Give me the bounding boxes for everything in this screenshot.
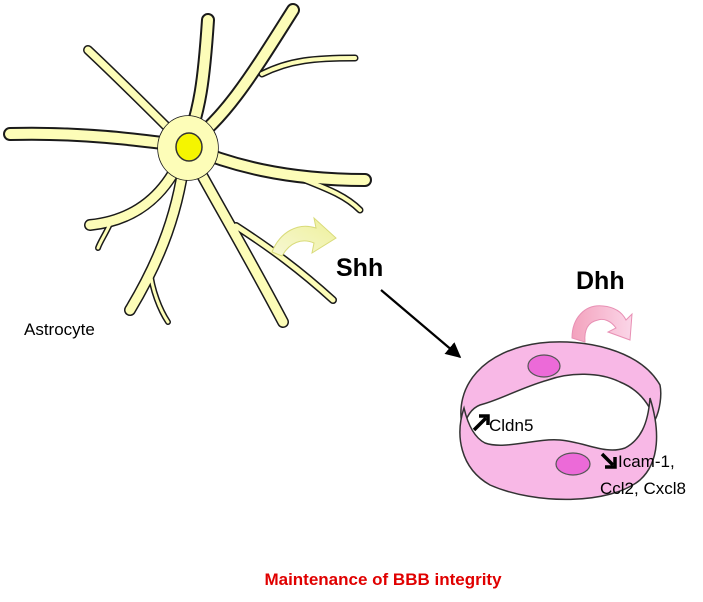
icam-down-arrow-icon [600, 452, 617, 469]
shh-release-arrow [271, 216, 337, 257]
dhh-autocrine-arrow [571, 305, 633, 343]
endothelial-nucleus-top [527, 354, 561, 378]
endothelial-cell-bottom [459, 397, 658, 501]
shh-to-endothelium-arrow [380, 289, 462, 358]
diagram-title: Maintenance of BBB integrity [264, 570, 502, 589]
astrocyte-nucleus [175, 132, 203, 162]
icam-label-line2: Ccl2, Cxcl8 [600, 479, 686, 498]
endothelial-nucleus-bottom [555, 452, 591, 476]
cldn5-up-arrow-icon [472, 414, 490, 432]
shh-label: Shh [336, 254, 383, 282]
endothelial-cells [459, 341, 662, 501]
astrocyte-label: Astrocyte [24, 320, 95, 339]
astrocyte [3, 3, 372, 328]
icam-label-line1: Icam-1, [618, 452, 675, 471]
dhh-label: Dhh [576, 267, 625, 295]
cldn5-label: Cldn5 [489, 416, 533, 435]
